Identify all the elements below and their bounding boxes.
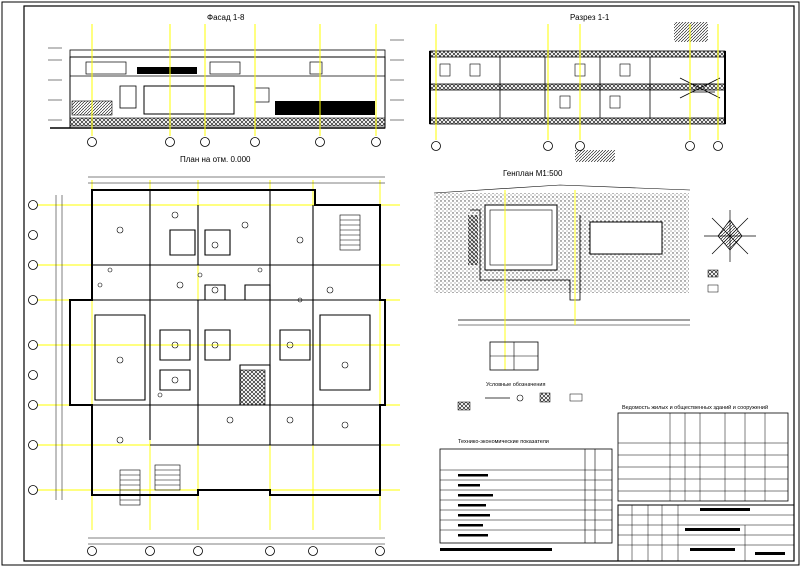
buildings-table: Ведомость жилых и общественных зданий и … <box>617 404 789 502</box>
title-block <box>617 504 795 562</box>
facade-view: Фасад 1-8 <box>48 13 404 147</box>
site-plan: Генплан М1:500 <box>433 169 756 371</box>
plan-title: План на отм. 0.000 <box>180 155 251 164</box>
wind-rose-icon <box>704 210 756 262</box>
legend-title: Условные обозначения <box>486 382 545 388</box>
section-view: Разрез 1-1 <box>429 13 726 162</box>
inner-frame <box>23 5 795 562</box>
floor-plan: План на отм. 0.000 <box>28 155 400 556</box>
legend: Условные обозначения <box>457 382 583 411</box>
section-title: Разрез 1-1 <box>570 13 610 22</box>
tech-table-title: Технико-экономические показатели <box>458 439 549 445</box>
tech-table: Технико-экономические показатели <box>439 439 613 551</box>
buildings-table-title: Ведомость жилых и общественных зданий и … <box>622 404 768 411</box>
site-plan-title: Генплан М1:500 <box>503 169 563 178</box>
facade-title: Фасад 1-8 <box>207 13 245 22</box>
